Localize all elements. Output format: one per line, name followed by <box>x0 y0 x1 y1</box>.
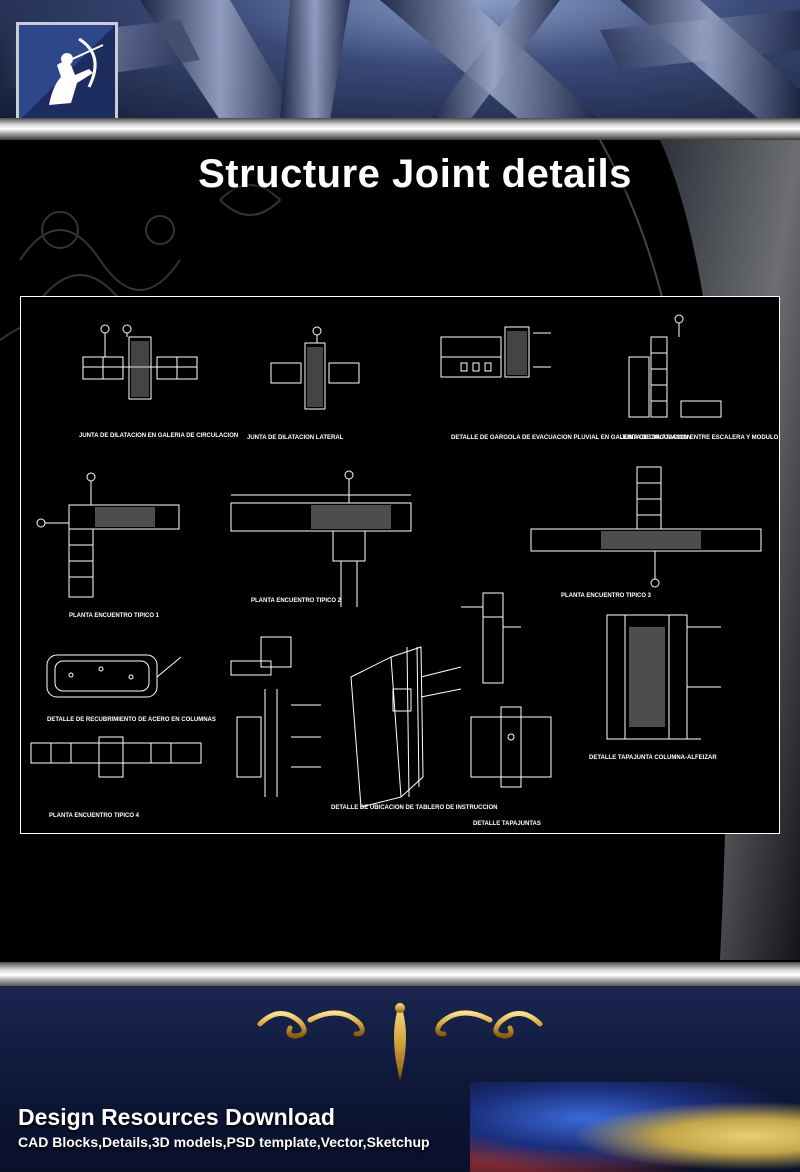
detail-10 <box>230 636 321 797</box>
detail-7 <box>530 466 762 588</box>
cad-drawing-sheet: JUNTA DE DILATACION EN GALERIA DE CIRCUL… <box>20 296 780 834</box>
detail-9 <box>30 736 202 778</box>
drawing-label: PLANTA ENCUENTRO TIPICO 4 <box>49 813 140 819</box>
drawing-label: PLANTA ENCUENTRO TIPICO 1 <box>69 613 160 619</box>
detail-6 <box>230 470 412 607</box>
drawing-label: DETALLE DE RECUBRIMIENTO DE ACERO EN COL… <box>47 717 216 723</box>
detail-5 <box>36 472 180 598</box>
footer-title: Design Resources Download <box>18 1104 335 1130</box>
drawing-label: JUNTA DE DILATACION ENTRE ESCALERA Y MOD… <box>621 435 779 441</box>
metal-divider-bottom <box>0 962 800 988</box>
detail-12 <box>461 592 552 788</box>
footer-subtitle: CAD Blocks,Details,3D models,PSD templat… <box>18 1134 430 1150</box>
cad-drawing: JUNTA DE DILATACION EN GALERIA DE CIRCUL… <box>30 314 779 827</box>
detail-13 <box>606 614 721 740</box>
drawing-label: DETALLE DE UBICACION DE TABLERO DE INSTR… <box>331 805 497 811</box>
detail-3 <box>440 326 551 378</box>
drawing-label: JUNTA DE DILATACION EN GALERIA DE CIRCUL… <box>79 433 238 439</box>
detail-2 <box>270 326 360 410</box>
drawing-label: DETALLE DE GARGOLA DE EVACUACION PLUVIAL… <box>451 435 691 441</box>
footer-banner: Design Resources Download CAD Blocks,Det… <box>0 986 800 1172</box>
space-background <box>470 1082 800 1172</box>
archer-logo-icon <box>16 22 118 120</box>
steel-beams-illustration <box>0 0 800 120</box>
drawing-label: PLANTA ENCUENTRO TIPICO 3 <box>561 593 652 599</box>
drawing-label: JUNTA DE DILATACION LATERAL <box>247 435 344 441</box>
drawing-label: PLANTA ENCUENTRO TIPICO 2 <box>251 598 342 604</box>
gold-scroll-ornament-icon <box>257 1002 543 1080</box>
drawing-label: DETALLE TAPAJUNTA COLUMNA-ALFEIZAR <box>589 755 717 761</box>
detail-4 <box>628 314 722 418</box>
metal-divider-top <box>0 118 800 140</box>
drawing-label: DETALLE TAPAJUNTAS <box>473 821 541 827</box>
detail-1 <box>82 324 198 400</box>
detail-11 <box>350 646 462 808</box>
detail-8 <box>46 654 182 698</box>
header-banner <box>0 0 800 120</box>
page-title: Structure Joint details <box>198 152 632 196</box>
